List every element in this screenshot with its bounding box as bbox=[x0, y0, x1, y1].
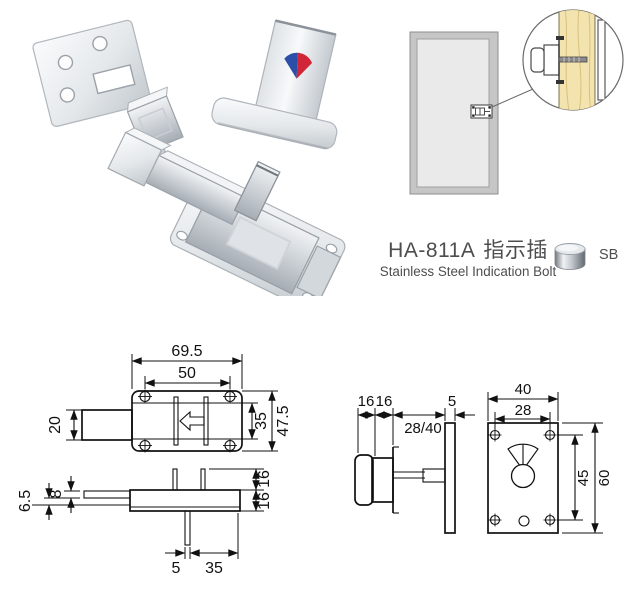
dim-overall-length: 69.5 bbox=[171, 343, 202, 360]
dim-hole-spacing-h: 28 bbox=[515, 402, 532, 419]
indicator-side-view: 16 16 5 28/40 bbox=[354, 393, 475, 534]
dim-plate-height: 60 bbox=[596, 470, 613, 487]
dimension-drawing-bolt: 69.5 50 20 35 47.5 bbox=[17, 343, 292, 577]
emergency-release bbox=[510, 463, 536, 489]
product-title: HA-811A 指示插 bbox=[346, 239, 590, 263]
dim-hole-spacing-v: 45 bbox=[575, 470, 592, 487]
indicator-plate-section bbox=[597, 19, 606, 101]
dim-case-height: 35 bbox=[253, 412, 270, 430]
dim-plate-width: 40 bbox=[515, 381, 532, 398]
dim-screw-spacing: 50 bbox=[178, 365, 196, 382]
indicator-front-view: 40 28 45 60 bbox=[487, 381, 613, 534]
dim-case-depth: 16 bbox=[376, 393, 393, 410]
finish-code-label: SB bbox=[599, 247, 619, 263]
indicator-window bbox=[507, 443, 539, 471]
title-block: HA-811A 指示插 Stainless Steel Indication Bo… bbox=[346, 239, 590, 279]
bolt-case-section bbox=[543, 44, 560, 76]
dim-spindle-to-end: 35 bbox=[205, 560, 223, 577]
strike-plate bbox=[32, 19, 152, 127]
finish-swatch: SB bbox=[552, 237, 618, 273]
bolt-top-view: 69.5 50 20 35 47.5 bbox=[47, 343, 292, 453]
slide-arrow-icon bbox=[179, 410, 205, 432]
bolt-side-view: 8 6.5 5 35 16 16 bbox=[17, 468, 273, 577]
indicator-fan-icon bbox=[284, 52, 313, 79]
installation-diagram bbox=[409, 9, 624, 195]
dim-lower-gap: 16 bbox=[256, 492, 273, 510]
indicator-bar bbox=[211, 97, 338, 150]
product-photo bbox=[32, 19, 346, 296]
dim-door-thickness: 28/40 bbox=[404, 420, 442, 437]
detail-zoom-circle bbox=[522, 9, 624, 111]
dim-plate-thickness: 5 bbox=[448, 393, 456, 410]
bolt-knob-section bbox=[530, 47, 545, 73]
dim-plate-height: 47.5 bbox=[275, 405, 292, 436]
bottom-hole bbox=[518, 515, 530, 527]
leader-line bbox=[491, 88, 534, 108]
screw-holes bbox=[138, 389, 237, 453]
dim-bolt-thickness: 8 bbox=[48, 489, 65, 498]
product-model: HA-811A bbox=[388, 239, 476, 262]
through-screw bbox=[558, 56, 588, 63]
dim-knob-depth: 16 bbox=[358, 393, 375, 410]
dim-upper-gap: 16 bbox=[256, 470, 273, 488]
dimension-drawing-indicator: 16 16 5 28/40 bbox=[354, 381, 613, 534]
indicator-assembly bbox=[211, 19, 338, 150]
product-name-zh: 指示插 bbox=[483, 239, 548, 262]
indicator-screw-holes bbox=[488, 428, 557, 527]
bolt-location-icon bbox=[470, 104, 493, 119]
cylinder-finish-icon bbox=[554, 243, 586, 270]
bolt-unit bbox=[107, 127, 346, 296]
dim-spindle-width: 5 bbox=[172, 560, 181, 577]
dim-bolt-offset: 6.5 bbox=[17, 490, 34, 512]
dim-bolt-height: 20 bbox=[47, 416, 64, 434]
product-name-en: Stainless Steel Indication Bolt bbox=[379, 264, 557, 280]
